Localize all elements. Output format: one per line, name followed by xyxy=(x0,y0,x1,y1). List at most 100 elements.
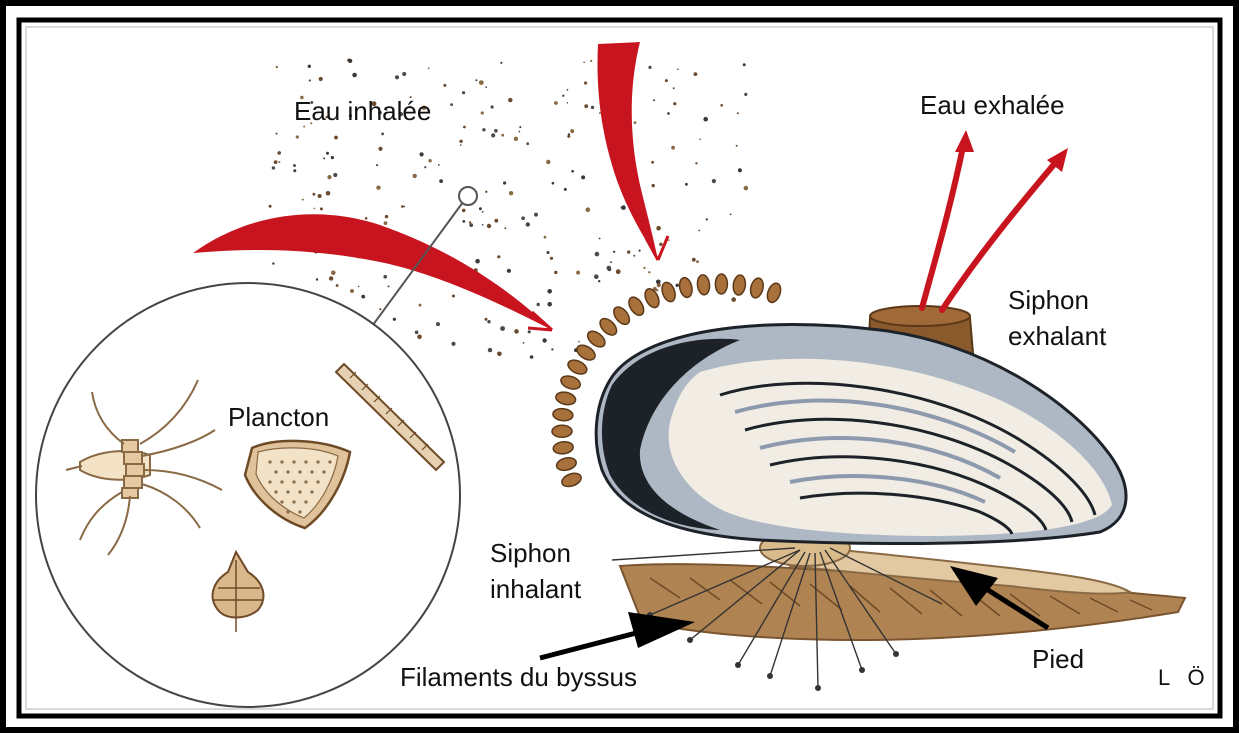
water-particle xyxy=(692,258,696,262)
water-particle xyxy=(319,77,323,81)
label-signature: L Ö xyxy=(1158,662,1211,693)
water-particle xyxy=(695,162,697,164)
water-particle xyxy=(500,326,505,331)
dinoflagellate-dot xyxy=(286,490,289,493)
water-particle xyxy=(519,131,521,133)
label-eau-inhalee: Eau inhalée xyxy=(294,96,431,127)
water-particle xyxy=(599,112,601,114)
water-particle xyxy=(595,252,600,257)
label-eau-exhalee: Eau exhalée xyxy=(920,90,1065,121)
water-particle xyxy=(469,221,471,223)
water-particle xyxy=(554,101,558,105)
water-particle xyxy=(706,218,708,220)
water-particle xyxy=(656,280,661,285)
water-particle xyxy=(736,145,738,147)
water-particle xyxy=(293,164,296,167)
water-particle xyxy=(677,69,679,71)
water-particle xyxy=(598,280,600,282)
water-particle xyxy=(514,137,518,141)
water-particle xyxy=(526,142,529,145)
water-particle xyxy=(586,207,591,212)
dinoflagellate-dot xyxy=(274,470,277,473)
water-particle xyxy=(648,271,650,273)
label-siphon-inhalant-line2: inhalant xyxy=(490,574,581,605)
water-particle xyxy=(737,112,739,114)
water-particle xyxy=(436,322,440,326)
water-particle xyxy=(313,193,316,196)
water-particle xyxy=(584,104,588,108)
water-particle xyxy=(269,205,272,208)
water-particle xyxy=(482,128,485,131)
water-particle xyxy=(564,188,567,191)
label-siphon-inhalant-line1: Siphon xyxy=(490,538,571,569)
water-particle xyxy=(415,331,419,335)
water-particle xyxy=(659,243,662,246)
water-particle xyxy=(551,348,553,350)
water-particle xyxy=(479,80,484,85)
water-particle xyxy=(497,255,500,258)
water-particle xyxy=(537,303,540,306)
water-particle xyxy=(293,169,296,172)
dinoflagellate-dot xyxy=(280,480,283,483)
water-particle xyxy=(365,217,368,220)
water-particle xyxy=(743,63,746,66)
water-particle xyxy=(459,140,462,143)
water-particle xyxy=(744,186,749,191)
water-particle xyxy=(272,262,274,264)
water-particle xyxy=(720,104,723,107)
water-particle xyxy=(378,147,382,151)
water-particle xyxy=(694,72,698,76)
water-particle xyxy=(627,250,630,253)
water-particle xyxy=(309,79,311,81)
water-particle xyxy=(547,302,552,307)
water-particle xyxy=(488,348,492,352)
water-particle xyxy=(665,79,668,82)
water-particle xyxy=(696,260,699,263)
dinoflagellate-dot xyxy=(298,490,301,493)
water-particle xyxy=(494,129,498,133)
label-siphon-exhalant-line2: exhalant xyxy=(1008,321,1106,352)
water-particle xyxy=(534,213,538,217)
water-particle xyxy=(508,98,512,102)
water-particle xyxy=(296,135,299,138)
water-particle xyxy=(395,75,399,79)
water-particle xyxy=(523,342,525,344)
water-particle xyxy=(379,308,381,310)
water-particle xyxy=(401,205,404,208)
water-particle xyxy=(576,271,580,275)
water-particle xyxy=(567,102,569,104)
water-particle xyxy=(530,355,534,359)
water-particle xyxy=(591,106,594,109)
water-particle xyxy=(276,133,278,135)
water-particle xyxy=(475,79,477,81)
water-particle xyxy=(381,133,384,136)
water-particle xyxy=(316,278,318,280)
dinoflagellate-dot xyxy=(316,480,319,483)
water-particle xyxy=(402,72,406,76)
water-particle xyxy=(487,320,490,323)
water-particle xyxy=(460,144,462,146)
water-particle xyxy=(451,342,455,346)
water-particle xyxy=(500,62,502,64)
water-particle xyxy=(358,286,360,288)
water-particle xyxy=(462,91,465,94)
water-particle xyxy=(413,174,417,178)
water-particle xyxy=(326,191,331,196)
water-particle xyxy=(485,86,487,88)
dinoflagellate-dot xyxy=(292,460,295,463)
water-particle xyxy=(546,160,550,164)
water-particle xyxy=(744,93,747,96)
dinoflagellate-dot xyxy=(310,490,313,493)
water-particle xyxy=(450,103,453,106)
water-particle xyxy=(491,105,494,108)
dinoflagellate-dot xyxy=(286,510,289,513)
water-particle xyxy=(519,126,521,128)
water-particle xyxy=(376,164,378,166)
water-particle xyxy=(607,266,612,271)
label-siphon-exhalant-line1: Siphon xyxy=(1008,285,1089,316)
water-particle xyxy=(673,87,675,89)
water-particle xyxy=(570,129,574,133)
water-particle xyxy=(504,227,506,229)
water-particle xyxy=(698,230,700,232)
water-particle xyxy=(481,111,484,114)
